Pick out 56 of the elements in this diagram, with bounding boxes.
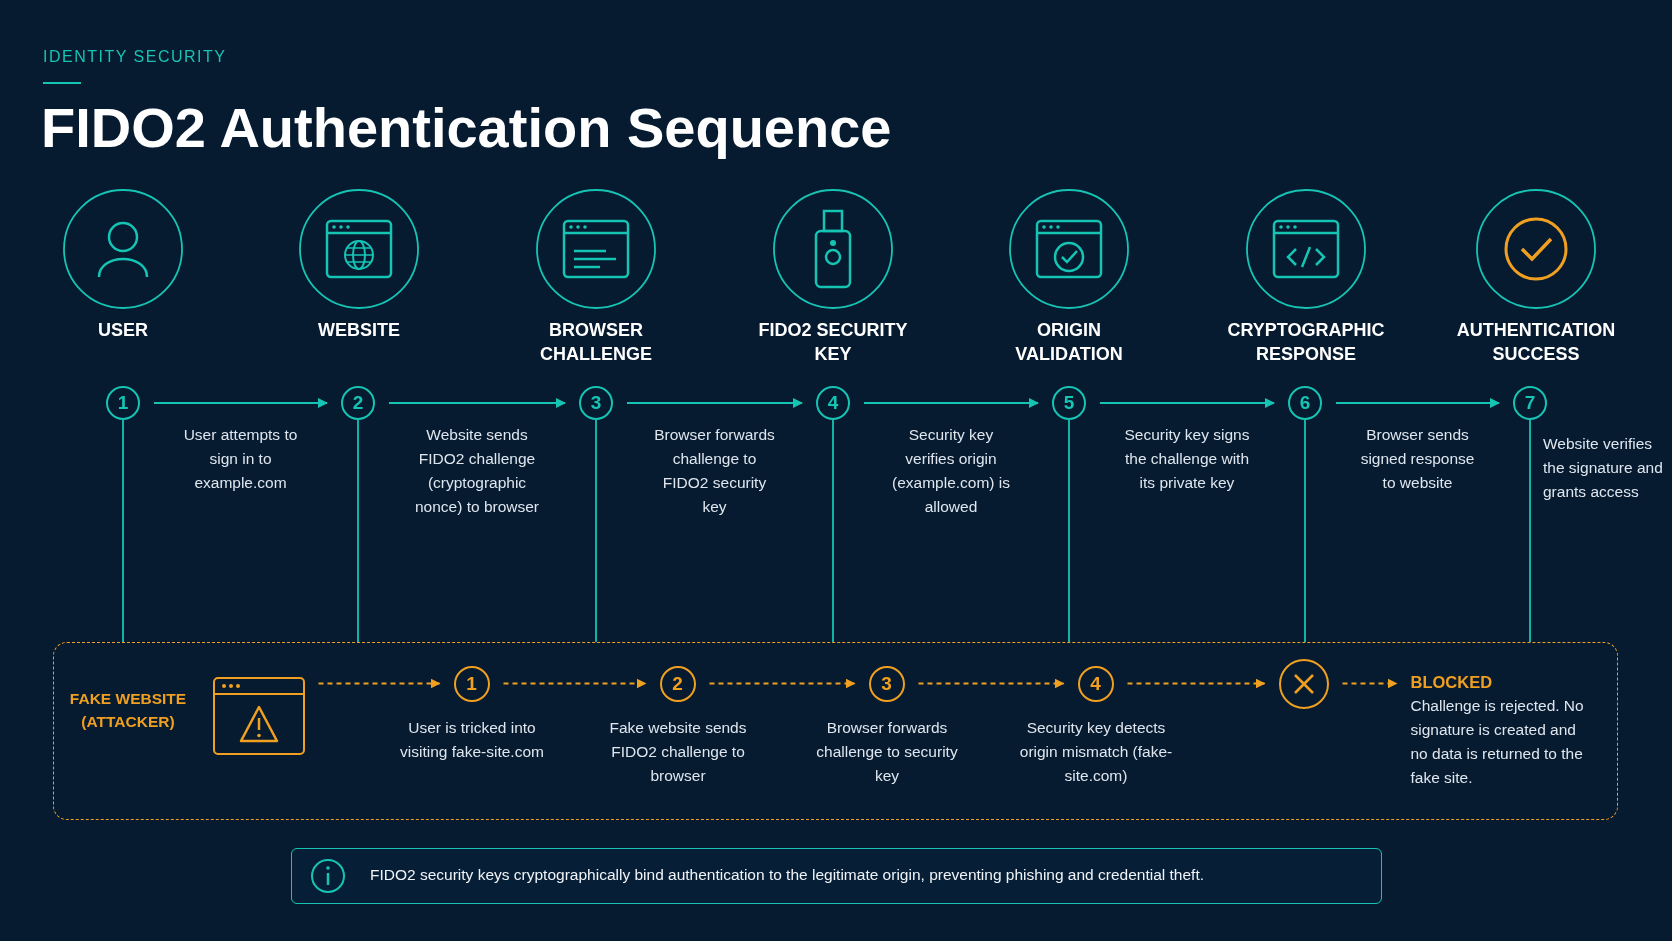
edge-label: Browser sends signed response to website [1359, 425, 1476, 493]
section-kicker: IDENTITY SECURITY [43, 48, 227, 66]
step-number: 4 [1077, 665, 1114, 702]
arrow [502, 678, 647, 689]
step-number: 3 [868, 665, 905, 702]
arrow [1335, 398, 1500, 408]
step-number: 2 [659, 665, 696, 702]
step-title: BROWSER CHALLENGE [539, 319, 653, 366]
edge-label: Security key verifies origin (example.com) is allowed [891, 425, 1011, 517]
edge-label: User attempts to sign in to example.com [182, 425, 299, 493]
step-title: CRYPTOGRAPHIC RESPONSE [1226, 319, 1386, 366]
info-banner [291, 848, 1382, 904]
step-description: Security key detects origin mismatch (fake-site.com) [1018, 718, 1174, 786]
arrow [317, 678, 441, 689]
arrow [863, 398, 1039, 408]
step-title: USER [97, 319, 149, 342]
step-title: WEBSITE [317, 319, 401, 342]
step-description: User is tricked into visiting fake-site.com [399, 718, 545, 762]
status-description: Challenge is rejected. No signature is created and no data is returned to the fake site. [1410, 695, 1585, 788]
step-title: AUTHENTICATION SUCCESS [1455, 319, 1617, 366]
arrow [153, 398, 328, 408]
connector-line [832, 419, 834, 643]
step-description: Browser forwards challenge to security key [815, 718, 959, 786]
step-title: FIDO2 SECURITY KEY [757, 319, 909, 366]
step-title: ORIGIN VALIDATION [1014, 319, 1124, 366]
edge-label: Website sends FIDO2 challenge (cryptographic nonce) to browser [413, 425, 541, 517]
status-heading: BLOCKED [1410, 671, 1494, 693]
step-description: Website verifies the signature and grants access [1543, 434, 1664, 502]
connector-line [122, 419, 124, 643]
edge-label: Security key signs the challenge with its private key [1123, 425, 1251, 493]
attacker-panel [53, 642, 1618, 820]
step-description: Fake website sends FIDO2 challenge to browser [608, 718, 748, 786]
panel-heading: FAKE WEBSITE (ATTACKER) [68, 689, 188, 732]
step-number: 1 [106, 386, 140, 420]
step-number: 5 [1052, 386, 1086, 420]
connector-line [595, 419, 597, 643]
step-number: 7 [1513, 386, 1547, 420]
step-number: 3 [579, 386, 613, 420]
step-number: 4 [816, 386, 850, 420]
step-number: 6 [1288, 386, 1322, 420]
step-number: 1 [453, 665, 490, 702]
step-number: 2 [341, 386, 375, 420]
connector-line [1304, 419, 1306, 643]
connector-line [1529, 419, 1531, 643]
arrow [388, 398, 566, 408]
arrow [708, 678, 856, 689]
arrow [1099, 398, 1275, 408]
connector-line [1068, 419, 1070, 643]
connector-line [357, 419, 359, 643]
arrow [917, 678, 1065, 689]
edge-label: Browser forwards challenge to FIDO2 security key [653, 425, 776, 517]
page-title: FIDO2 Authentication Sequence [41, 95, 892, 160]
arrow [626, 398, 803, 408]
arrow [1126, 678, 1266, 689]
info-text: FIDO2 security keys cryptographically bind authentication to the legitimate origin, preventing phishing and credential theft. [370, 866, 1205, 884]
arrow [1341, 678, 1398, 689]
